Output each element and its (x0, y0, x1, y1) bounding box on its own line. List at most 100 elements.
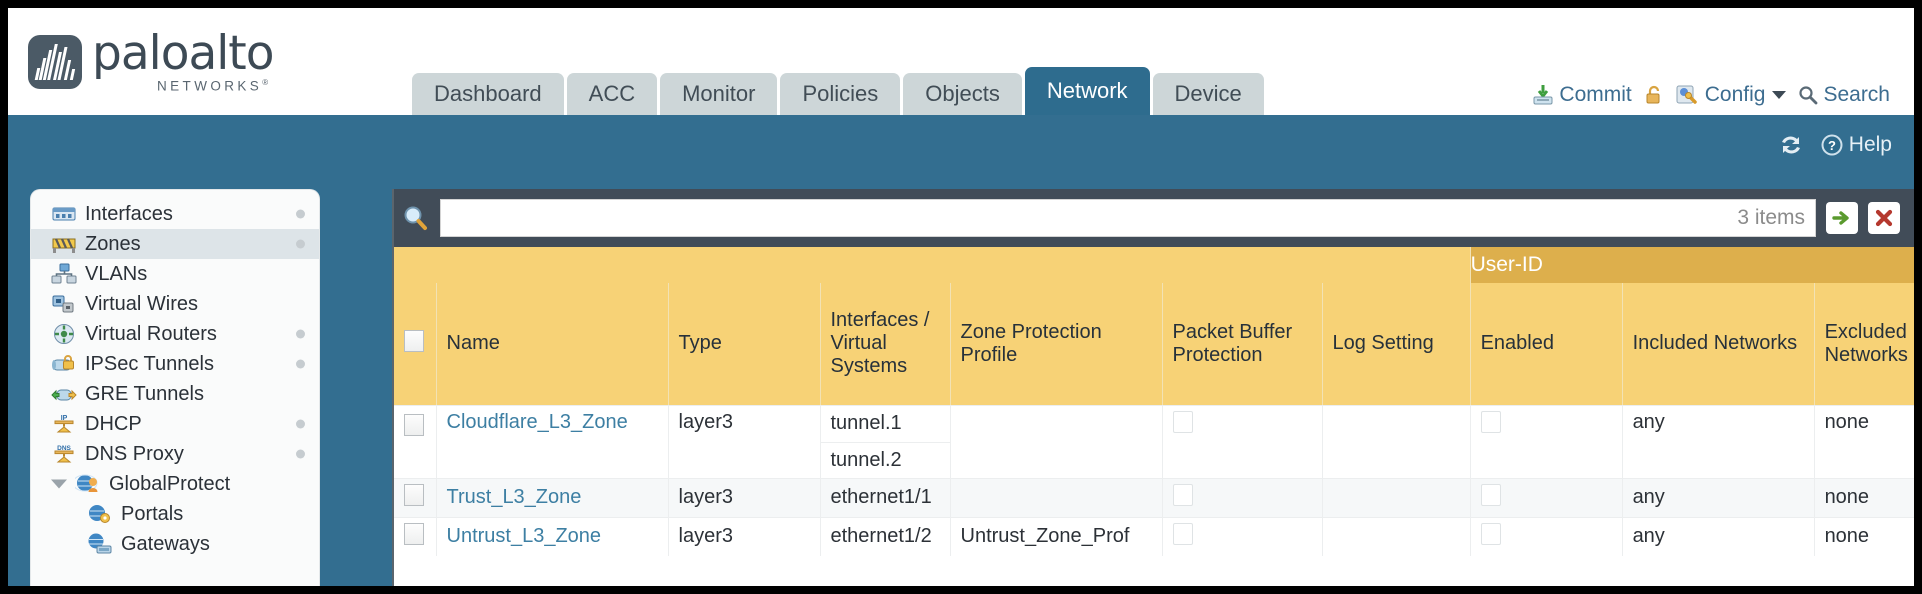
column-header-zone-protection-profile[interactable]: Zone Protection Profile (950, 283, 1163, 405)
userid-enabled-checkbox[interactable] (1480, 410, 1501, 433)
item-count: 3 items (1737, 206, 1805, 229)
column-header-userid-enabled[interactable]: Enabled (1470, 283, 1623, 405)
row-select-cell[interactable] (394, 516, 437, 556)
content-panel: 3 items (392, 189, 1914, 586)
sidebar-item-portals[interactable]: Portals (31, 499, 319, 529)
clear-filter-button[interactable] (1868, 202, 1900, 234)
apply-filter-button[interactable] (1826, 202, 1858, 234)
search-label: Search (1823, 83, 1890, 106)
search-input[interactable]: 3 items (440, 199, 1816, 237)
expand-collapse-arrow-icon[interactable] (51, 479, 67, 489)
column-header-packet-buffer-protection[interactable]: Packet Buffer Protection (1162, 283, 1323, 405)
column-header-type[interactable]: Type (668, 283, 821, 405)
zone-name-link[interactable]: Cloudflare_L3_Zone (446, 410, 628, 433)
sidebar-item-label: VLANs (85, 262, 148, 285)
column-header-interfaces[interactable]: Interfaces / Virtual Systems (820, 283, 951, 405)
search-button[interactable]: Search (1798, 83, 1890, 107)
packet-buffer-protection-cell[interactable] (1162, 477, 1323, 517)
help-button[interactable]: ? Help (1820, 133, 1892, 157)
zone-type-cell: layer3 (668, 516, 821, 556)
column-header-name[interactable]: Name (436, 283, 669, 405)
main-tabs: Dashboard ACC Monitor Policies Objects N… (412, 67, 1264, 115)
row-select-cell[interactable] (394, 404, 437, 478)
zone-interfaces-cell: ethernet1/2 (820, 516, 951, 556)
commit-button[interactable]: Commit (1532, 83, 1632, 107)
tab-objects[interactable]: Objects (903, 73, 1022, 115)
sidebar-item-label: IPSec Tunnels (85, 352, 214, 375)
unlock-icon[interactable] (1644, 84, 1664, 106)
row-checkbox[interactable] (404, 413, 424, 436)
status-dot (296, 329, 305, 339)
help-label: Help (1848, 133, 1892, 156)
packet-buffer-protection-checkbox[interactable] (1172, 410, 1193, 433)
included-networks-cell: any (1622, 404, 1815, 478)
sidebar-item-virtual-wires[interactable]: Virtual Wires (31, 289, 319, 319)
paloalto-logo-icon (28, 34, 82, 89)
table-row[interactable]: Trust_L3_Zone layer3 ethernet1/1 any non… (394, 477, 1914, 517)
userid-enabled-cell[interactable] (1470, 516, 1623, 556)
config-menu-button[interactable]: Config (1676, 83, 1787, 107)
sidebar-item-interfaces[interactable]: Interfaces (31, 199, 319, 229)
table-row[interactable]: Untrust_L3_Zone layer3 ethernet1/2 Untru… (394, 516, 1914, 556)
brand-logo: paloalto NETWORKS® (28, 30, 274, 93)
search-magnifier-icon[interactable] (400, 203, 430, 233)
zones-icon (51, 233, 77, 255)
sidebar: Interfaces Zones VLANs Vir (30, 189, 320, 586)
userid-enabled-checkbox[interactable] (1480, 483, 1501, 506)
zone-name-link[interactable]: Untrust_L3_Zone (446, 525, 602, 547)
included-networks-cell: any (1622, 477, 1815, 517)
status-dot (296, 359, 305, 369)
column-header-log-setting[interactable]: Log Setting (1322, 283, 1471, 405)
userid-enabled-cell[interactable] (1470, 477, 1623, 517)
packet-buffer-protection-cell[interactable] (1162, 516, 1323, 556)
packet-buffer-protection-checkbox[interactable] (1172, 483, 1193, 506)
tab-network[interactable]: Network (1024, 67, 1150, 115)
sidebar-item-vlans[interactable]: VLANs (31, 259, 319, 289)
row-checkbox[interactable] (404, 483, 424, 506)
gateways-icon (87, 533, 113, 555)
sidebar-item-label: Virtual Routers (85, 322, 217, 345)
sidebar-item-label: GRE Tunnels (85, 382, 204, 405)
sidebar-item-zones[interactable]: Zones (31, 229, 319, 259)
excluded-networks-cell: none (1814, 516, 1914, 556)
zone-name-cell[interactable]: Untrust_L3_Zone (436, 516, 669, 556)
column-header-included-networks[interactable]: Included Networks (1622, 283, 1815, 405)
sidebar-item-virtual-routers[interactable]: Virtual Routers (31, 319, 319, 349)
sidebar-item-dns-proxy[interactable]: DNS DNS Proxy (31, 439, 319, 469)
brand-tagline: NETWORKS® (157, 78, 272, 94)
sidebar-item-dhcp[interactable]: IP DHCP (31, 409, 319, 439)
log-setting-cell (1322, 477, 1471, 517)
tab-device[interactable]: Device (1152, 73, 1264, 115)
log-setting-cell (1322, 404, 1471, 478)
column-header-excluded-networks[interactable]: Excluded Networks (1814, 283, 1914, 405)
sidebar-item-ipsec-tunnels[interactable]: IPSec Tunnels (31, 349, 319, 379)
zone-name-cell[interactable]: Trust_L3_Zone (436, 477, 669, 517)
select-all-header[interactable] (394, 283, 437, 405)
context-band: ? Help (8, 115, 1914, 189)
zone-name-link[interactable]: Trust_L3_Zone (446, 486, 582, 508)
select-all-checkbox[interactable] (404, 329, 424, 352)
zone-name-cell[interactable]: Cloudflare_L3_Zone (436, 404, 669, 478)
row-checkbox[interactable] (404, 522, 424, 545)
refresh-icon[interactable] (1778, 133, 1804, 157)
sidebar-item-label: Zones (85, 232, 141, 255)
sidebar-item-globalprotect[interactable]: GlobalProtect (31, 469, 319, 499)
tab-monitor[interactable]: Monitor (660, 73, 778, 115)
sidebar-item-label: Gateways (121, 532, 210, 555)
userid-enabled-cell[interactable] (1470, 404, 1623, 478)
packet-buffer-protection-checkbox[interactable] (1172, 522, 1193, 545)
row-select-cell[interactable] (394, 477, 437, 517)
zone-type-cell: layer3 (668, 477, 821, 517)
search-icon (1798, 85, 1818, 105)
svg-text:IP: IP (61, 415, 68, 422)
tab-label: Dashboard (434, 81, 542, 106)
tab-acc[interactable]: ACC (566, 73, 658, 115)
vlans-icon (51, 263, 77, 285)
packet-buffer-protection-cell[interactable] (1162, 404, 1323, 478)
table-group-header-row: User-ID (394, 247, 1914, 283)
userid-enabled-checkbox[interactable] (1480, 522, 1501, 545)
sidebar-item-gre-tunnels[interactable]: GRE Tunnels (31, 379, 319, 409)
tab-policies[interactable]: Policies (780, 73, 901, 115)
tab-dashboard[interactable]: Dashboard (412, 73, 564, 115)
sidebar-item-gateways[interactable]: Gateways (31, 529, 319, 559)
